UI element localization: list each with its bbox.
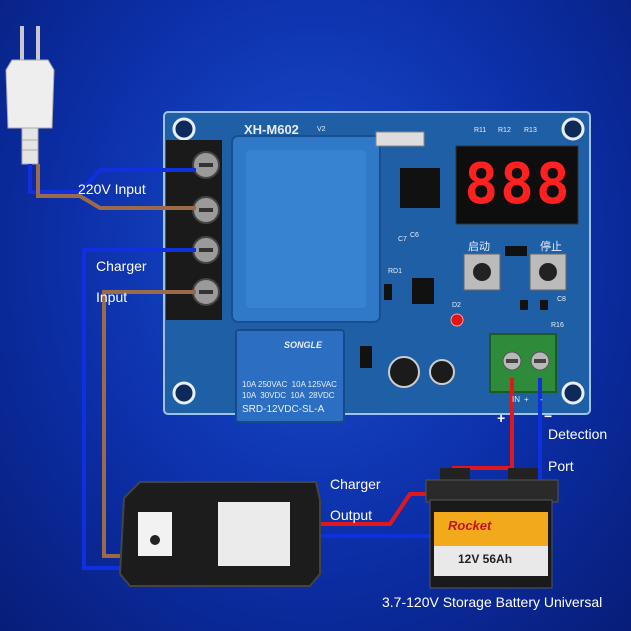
component-label-c8: C8 [557, 296, 566, 303]
label-charger-input-line1: Charger [96, 258, 147, 274]
relay-rating-1: 10A 250VAC 10A 125VAC [242, 380, 337, 389]
label-plus-terminal: + [497, 410, 506, 426]
battery-spec: 12V 56Ah [458, 552, 513, 566]
component-label-r13: R13 [524, 127, 537, 134]
label-minus-terminal: − [544, 408, 553, 424]
label-detection-port-line1: Detection [548, 426, 608, 442]
label-220v-input: 220V Input [78, 181, 146, 197]
component-label-r12: R12 [498, 127, 511, 134]
start-pushbutton [463, 253, 501, 291]
component-label-rd1: RD1 [388, 268, 403, 275]
label-detection-port-line2: Port [548, 458, 574, 474]
display-readout: 888 [464, 152, 572, 217]
component-label-c6: C6 [410, 232, 419, 239]
capacitor [429, 359, 455, 385]
label-charger-input-line2: Input [96, 289, 128, 305]
relay-rating-2: 10A 30VDC 10A 28VDC [242, 391, 335, 400]
mount-hole [172, 117, 196, 141]
component-label-r11: R11 [474, 127, 487, 134]
ic-chip [400, 168, 440, 208]
component-label-r16: R16 [551, 322, 564, 329]
mount-hole [172, 381, 196, 405]
start-button-label: 启动 [468, 241, 490, 253]
capacitor [388, 356, 420, 388]
mount-hole [561, 381, 585, 405]
pin-label-in: IN [512, 395, 520, 404]
component-label-d2: D2 [452, 302, 461, 309]
relay-brand: SONGLE [284, 340, 323, 350]
pin-label-minus: - [540, 395, 543, 404]
pin-label-plus: + [524, 395, 529, 404]
board-model: XH-M602 [244, 122, 299, 137]
label-charger-output-line1: Charger [330, 476, 381, 492]
board-version: V2 [317, 126, 326, 133]
stop-button-label: 停止 [540, 241, 562, 253]
power-plug [5, 26, 55, 165]
seven-segment-display [455, 145, 579, 225]
component-label-c7: C7 [398, 236, 407, 243]
charger-adapter [118, 481, 321, 587]
storage-battery [425, 468, 559, 589]
mount-hole [561, 117, 585, 141]
relay [235, 329, 345, 423]
stop-pushbutton [529, 253, 567, 291]
led [450, 313, 464, 327]
relay-model: SRD-12VDC-SL-A [242, 404, 325, 415]
battery-brand: Rocket [448, 518, 492, 533]
pin-header [375, 131, 425, 147]
battery-caption: 3.7-120V Storage Battery Universal [382, 594, 603, 610]
label-charger-output-line2: Output [330, 507, 373, 523]
